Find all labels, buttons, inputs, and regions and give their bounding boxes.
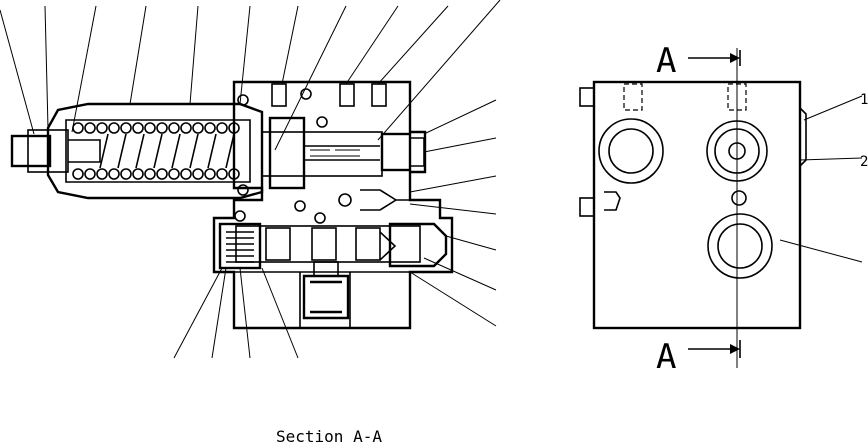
- lower-spool-land-3: [355, 227, 381, 261]
- section-view: [0, 0, 501, 359]
- right-plug-cap: [410, 137, 425, 167]
- lower-spool-land-1: [265, 227, 291, 261]
- spool-rod: [304, 145, 380, 161]
- front-port-large-left-outer: [598, 118, 664, 184]
- plunger-shaft: [27, 129, 69, 173]
- plunger-detail: [68, 139, 101, 163]
- spool-hatch: [310, 149, 360, 157]
- front-small-hole: [731, 190, 747, 206]
- leader-lines-front: [779, 95, 863, 263]
- mid-hole: [316, 116, 328, 128]
- front-bottom-left-feature: [604, 191, 621, 211]
- bottom-plug-neck: [313, 261, 339, 277]
- lower-block: [234, 271, 410, 328]
- front-port-lower-outer: [707, 213, 773, 279]
- caption: Section A-A: [276, 427, 382, 446]
- front-top-port-left: [623, 83, 643, 111]
- spring-coil-lines: [99, 133, 235, 169]
- front-left-tab-top: [579, 87, 595, 107]
- spring-housing-inner: [65, 119, 251, 183]
- section-arrow-top: [688, 50, 741, 66]
- edge-glyph-1: 1: [860, 92, 868, 108]
- lower-right-cap: [388, 222, 448, 268]
- plunger-rod: [10, 134, 52, 168]
- lower-spring: [226, 231, 254, 263]
- front-port-lower-inner: [717, 223, 763, 269]
- upper-hole: [300, 88, 312, 100]
- spring-housing: [46, 102, 264, 200]
- edge-glyph-2: 2: [860, 154, 868, 170]
- front-left-tab-bottom: [579, 197, 595, 217]
- leader-lines-top: [0, 0, 501, 151]
- bolt-hole-center: [314, 212, 326, 224]
- front-view: [579, 48, 863, 368]
- bottom-plug: [302, 274, 350, 320]
- spool-bore: [261, 131, 383, 177]
- spring-coils-top: [72, 122, 240, 134]
- bolt-hole-left-2: [234, 210, 246, 222]
- right-plug: [380, 132, 412, 172]
- lower-spool-land-2: [311, 227, 337, 261]
- check-hole: [338, 193, 352, 207]
- front-right-bump: [799, 107, 807, 167]
- spring-coils-bottom: [72, 168, 240, 180]
- lower-right-inner: [379, 231, 397, 261]
- front-port-large-left-inner: [608, 128, 654, 174]
- corner-hole: [237, 94, 249, 106]
- bolt-hole-left-1: [237, 184, 249, 196]
- section-arrow-bottom: [688, 340, 741, 358]
- section-mark-bottom: A: [656, 337, 676, 377]
- spool-piston: [268, 116, 306, 190]
- upper-port-2: [339, 83, 355, 107]
- check-element: [360, 189, 410, 211]
- bolt-hole-bottom: [294, 200, 306, 212]
- leader-lines-right: [409, 99, 497, 327]
- section-mark-top: A: [656, 41, 676, 81]
- upper-port-3: [371, 83, 387, 107]
- upper-port-1: [271, 83, 287, 107]
- leader-lines-bottom: [173, 267, 299, 359]
